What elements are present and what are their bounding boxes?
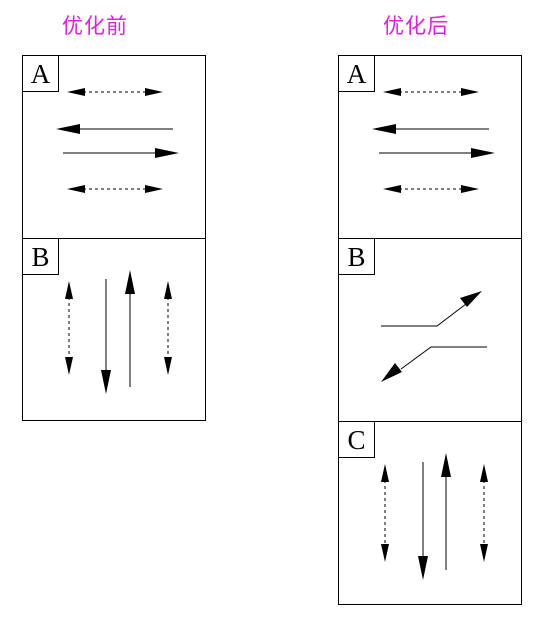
before-phase-b-panel: B xyxy=(22,238,206,421)
after-phase-a-arrows xyxy=(372,88,495,193)
after-phase-c-label: C xyxy=(339,422,375,458)
before-phase-a-panel: A xyxy=(22,55,206,239)
after-phase-b-panel: B xyxy=(338,238,522,422)
before-phase-a-label: A xyxy=(23,56,59,92)
after-phase-c-panel: C xyxy=(338,421,522,605)
after-phase-b-arrows xyxy=(381,291,487,382)
after-optimization-title: 优化后 xyxy=(383,14,449,38)
after-phase-a-panel: A xyxy=(338,55,522,239)
before-phase-b-label: B xyxy=(23,239,59,275)
after-phase-c-arrows xyxy=(381,453,488,580)
after-phase-b-label: B xyxy=(339,239,375,275)
after-phase-a-label: A xyxy=(339,56,375,92)
before-phase-b-arrows xyxy=(65,270,172,394)
before-optimization-title: 优化前 xyxy=(62,14,128,38)
before-phase-a-arrows xyxy=(56,88,179,193)
